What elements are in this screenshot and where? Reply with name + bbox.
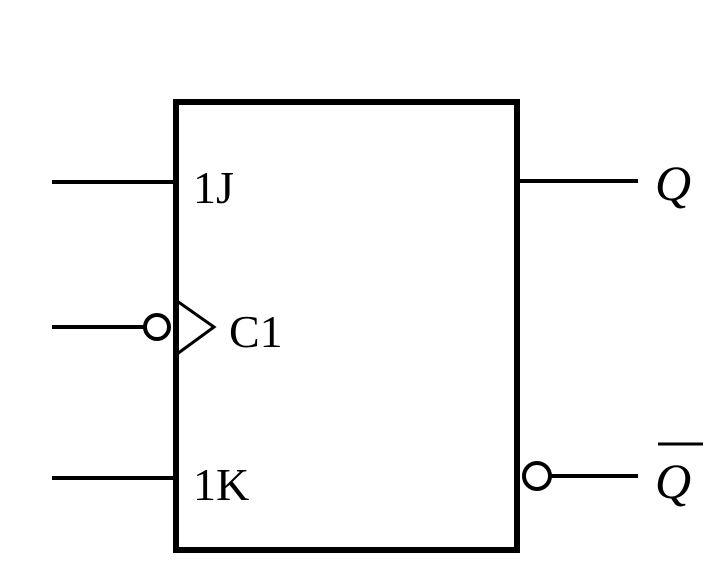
clock-inversion-bubble bbox=[143, 313, 171, 341]
clock-triangle-icon bbox=[176, 299, 217, 356]
q-bar-output-label: Q bbox=[655, 453, 691, 509]
j-input-label: 1J bbox=[193, 162, 234, 213]
q-output-label: Q bbox=[655, 155, 691, 211]
q-bar-inversion-bubble bbox=[522, 461, 552, 491]
clock-input-label: C1 bbox=[229, 306, 283, 357]
k-input-label: 1K bbox=[193, 459, 249, 510]
flip-flop-body bbox=[173, 99, 520, 553]
